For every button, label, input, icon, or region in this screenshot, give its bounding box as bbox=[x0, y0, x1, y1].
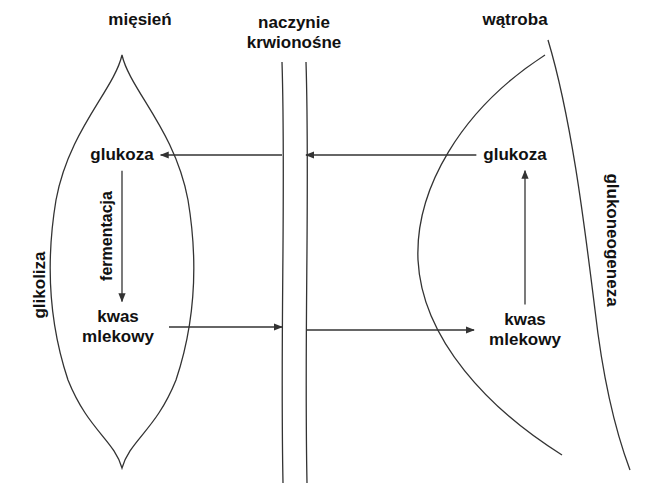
process-label: glukoneogeneza bbox=[602, 173, 622, 306]
process-label: glikoliza bbox=[30, 251, 50, 318]
flow-arrow bbox=[121, 171, 122, 302]
metabolite: glukoza bbox=[87, 143, 156, 167]
metabolite-name: kwas mlekowy bbox=[74, 307, 162, 346]
blood-vessel: naczynie krwionośne bbox=[282, 0, 306, 483]
organ-heading: wątroba bbox=[482, 10, 547, 30]
liver-outline: wątroba glukoneogeneza glukoza kwas mlekowy bbox=[400, 0, 648, 483]
flow-arrow bbox=[169, 326, 282, 327]
organ-heading: naczynie krwionośne bbox=[234, 13, 354, 52]
flow-arrow bbox=[161, 154, 282, 155]
process-label: fermentacja bbox=[98, 191, 116, 281]
muscle-outline-shape bbox=[30, 0, 220, 483]
metabolite-name: glukoza bbox=[483, 145, 546, 165]
flow-arrow bbox=[524, 171, 525, 305]
blood-vessel-shape bbox=[282, 0, 306, 483]
metabolite: kwas mlekowy bbox=[478, 308, 572, 351]
metabolite-name: kwas mlekowy bbox=[481, 310, 569, 349]
flow-arrow bbox=[306, 329, 474, 330]
metabolite: glukoza bbox=[480, 143, 549, 167]
metabolite-name: glukoza bbox=[90, 145, 153, 165]
metabolite: kwas mlekowy bbox=[71, 305, 165, 348]
organ-heading: mięsień bbox=[108, 10, 171, 30]
muscle-outline: mięsień glikoliza glukoza kwas mlekowy bbox=[30, 0, 220, 483]
flow-arrow bbox=[306, 154, 476, 155]
